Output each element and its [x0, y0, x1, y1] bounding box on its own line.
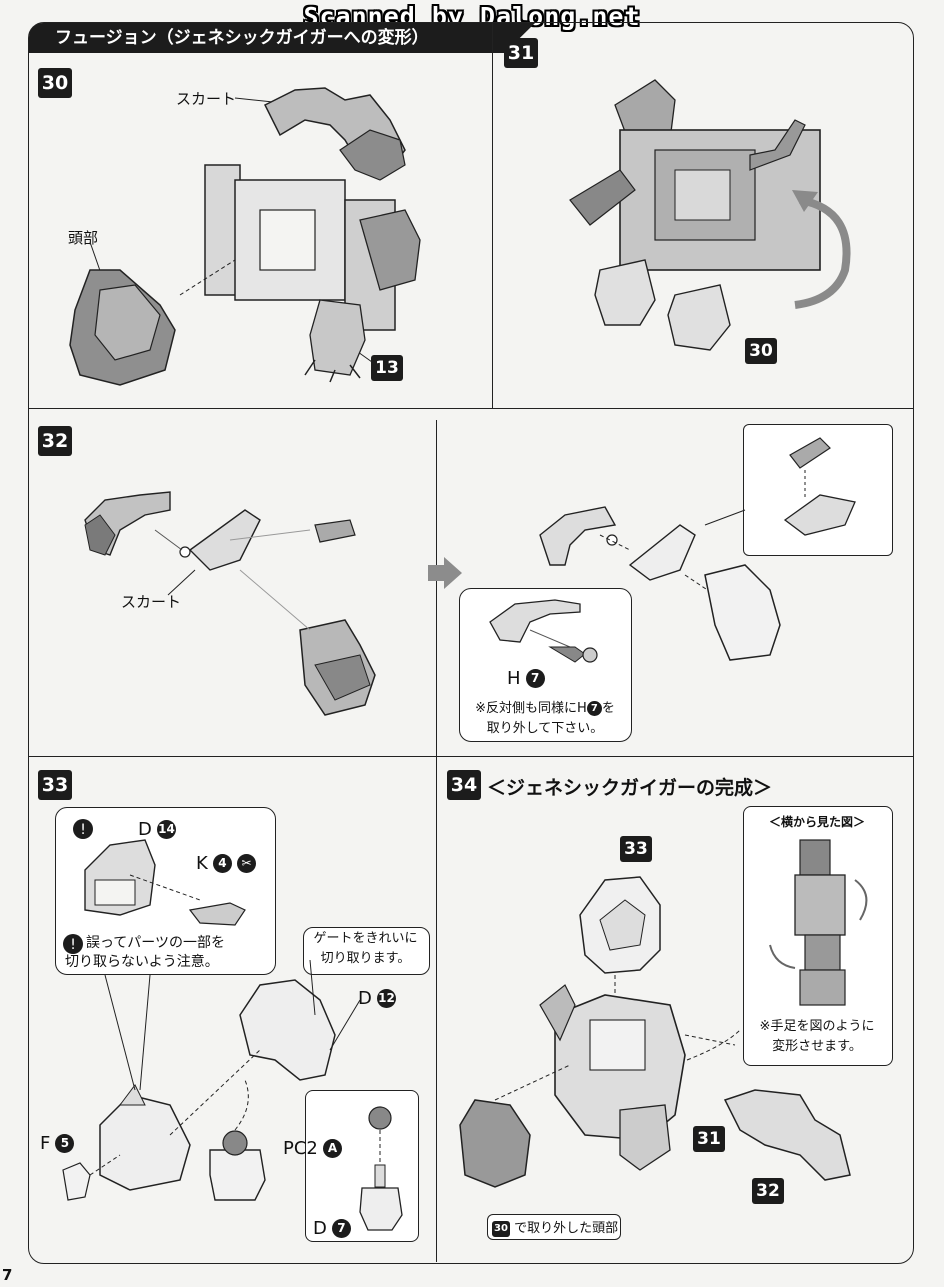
part-d12-number: 12 — [376, 989, 396, 1008]
limbs-line1: ※手足を図のように — [759, 1019, 875, 1034]
caution-line1: 誤ってパーツの一部を — [86, 935, 226, 951]
part-d7-number: 7 — [331, 1219, 351, 1238]
part-h-letter: H — [507, 668, 521, 689]
label-skirt: スカート — [176, 90, 237, 108]
limbs-line2: 変形させます。 — [772, 1039, 862, 1054]
step-32-badge: 32 — [38, 426, 72, 456]
warning-icon-2: ! — [63, 934, 83, 954]
ref-step-13: 13 — [371, 355, 403, 381]
divider-row1 — [28, 408, 913, 409]
section-title: フュージョン（ジェネシックガイガーへの変形） — [29, 23, 535, 53]
note-line2: 取り外して下さい。 — [486, 721, 604, 736]
side-view-illustration — [769, 839, 868, 1006]
part-h7-label: H 7 — [507, 668, 545, 689]
part-h-number: 7 — [525, 669, 545, 688]
part-k4-label: K 4 ✂ — [196, 853, 256, 874]
part-f5-number: 5 — [55, 1134, 75, 1153]
ref-step-30: 30 — [745, 338, 777, 364]
part-k4-number: 4 — [212, 854, 232, 873]
part-f5-label: F 5 — [40, 1133, 75, 1154]
step-34-badge: 34 — [447, 770, 481, 800]
step-34-heading: ＜ジェネシックガイガーの完成＞ — [487, 777, 773, 799]
gate-line2: 切り取ります。 — [320, 951, 411, 966]
svg-text:!: ! — [70, 937, 76, 953]
note-line1: ※反対側も同様にH — [475, 701, 587, 716]
label-skirt-32: スカート — [121, 593, 182, 611]
part-pc2-letter: A — [322, 1139, 342, 1158]
part-d14-letter: D — [138, 819, 152, 840]
gate-note: ゲートをきれいに 切り取ります。 — [303, 929, 428, 969]
step-32-right-illustration — [539, 506, 781, 661]
divider-30-31 — [492, 23, 493, 409]
part-d7-letter: D — [313, 1218, 327, 1239]
nipper-icon: ✂ — [237, 854, 256, 873]
part-k4-letter: K — [196, 853, 208, 874]
step-31-illustration — [569, 79, 851, 351]
gate-callout — [303, 927, 430, 975]
divider-33-34 — [436, 756, 437, 1262]
step-32-left-illustration — [84, 491, 376, 716]
part-f5-letter: F — [40, 1133, 51, 1154]
step-33-badge: 33 — [38, 770, 72, 800]
note-line1-end: を — [601, 701, 615, 716]
divider-row2 — [28, 756, 913, 757]
part-pc2-label: PC2 A — [283, 1138, 342, 1159]
caution-line2: 切り取らないよう注意。 — [65, 954, 219, 970]
svg-text:!: ! — [80, 822, 86, 838]
head-caption: 30 で取り外した頭部 — [492, 1217, 618, 1237]
step-32-callout-illustration — [489, 599, 598, 663]
head-caption-ref: 30 — [492, 1220, 510, 1237]
part-d12-label: D 12 — [358, 988, 396, 1009]
step-32-inset-illustration — [783, 437, 856, 536]
gate-line1: ゲートをきれいに — [313, 931, 418, 946]
ref-step-33: 33 — [620, 836, 652, 862]
limbs-note: ※手足を図のように 変形させます。 — [743, 1017, 891, 1057]
head-caption-text: で取り外した頭部 — [514, 1221, 619, 1236]
page-frame — [28, 22, 914, 1264]
part-d12-letter: D — [358, 988, 372, 1009]
part-d7-label: D 7 — [313, 1218, 351, 1239]
divider-32 — [436, 420, 437, 756]
step-31-badge: 31 — [504, 38, 538, 68]
step-33-inset-illustration — [84, 839, 246, 926]
note-h-num: 7 — [586, 701, 602, 716]
part-d14-label: D 14 — [138, 819, 176, 840]
step-34-illustration — [459, 876, 851, 1188]
side-view-label: ＜横から見た図＞ — [768, 815, 865, 829]
part-d14-number: 14 — [156, 820, 176, 839]
page-number: 7 — [2, 1266, 13, 1284]
ref-step-32: 32 — [752, 1178, 784, 1204]
rotate-arrow-icon — [792, 190, 818, 212]
poly-cap-illustration — [359, 1106, 403, 1231]
step-30-illustration — [69, 87, 421, 386]
step-33-main-illustration — [62, 959, 361, 1201]
arrow-right-icon — [428, 557, 462, 589]
step-30-badge: 30 — [38, 68, 72, 98]
ref-step-31: 31 — [693, 1126, 725, 1152]
warning-icon: ! — [73, 819, 93, 839]
part-pc2-text: PC2 — [283, 1138, 318, 1159]
